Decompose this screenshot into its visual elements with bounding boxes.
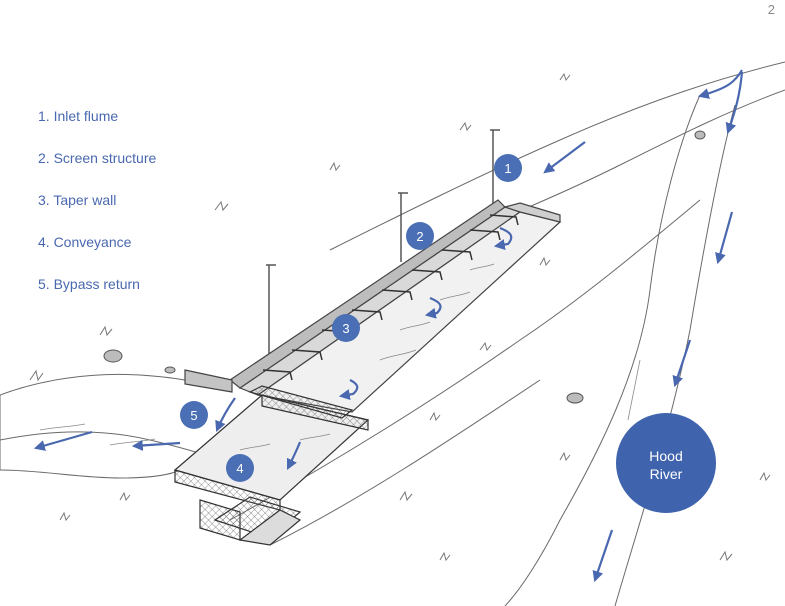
svg-text:2: 2	[416, 229, 423, 244]
river-label-line1: Hood	[649, 448, 682, 464]
legend: 1. Inlet flume 2. Screen structure 3. Ta…	[38, 108, 238, 318]
svg-text:4: 4	[236, 461, 243, 476]
svg-text:5: 5	[190, 408, 197, 423]
river-bank-sketch	[0, 61, 785, 606]
page-number: 2	[767, 2, 775, 17]
marker-4: 4	[226, 454, 254, 482]
river-label-line2: River	[650, 466, 683, 482]
flow-arrow-icon	[33, 69, 744, 583]
rocks	[103, 130, 706, 404]
marker-3: 3	[332, 314, 360, 342]
light-poles	[266, 129, 500, 355]
screen-structure	[184, 199, 562, 413]
water-ripples	[39, 263, 641, 451]
legend-item-taper-wall: 3. Taper wall	[38, 192, 117, 208]
conveyance-mesh-box	[173, 385, 370, 546]
legend-item-conveyance: 4. Conveyance	[38, 234, 132, 250]
marker-2: 2	[406, 222, 434, 250]
legend-item-screen-structure: 2. Screen structure	[38, 150, 157, 166]
svg-text:1: 1	[504, 161, 511, 176]
marker-5: 5	[180, 401, 208, 429]
legend-item-bypass-return: 5. Bypass return	[38, 276, 140, 292]
river-label: Hood River	[616, 413, 716, 513]
legend-item-inlet-flume: 1. Inlet flume	[38, 108, 119, 124]
marker-1: 1	[494, 154, 522, 182]
svg-text:3: 3	[342, 321, 349, 336]
grass-tufts	[29, 72, 771, 562]
